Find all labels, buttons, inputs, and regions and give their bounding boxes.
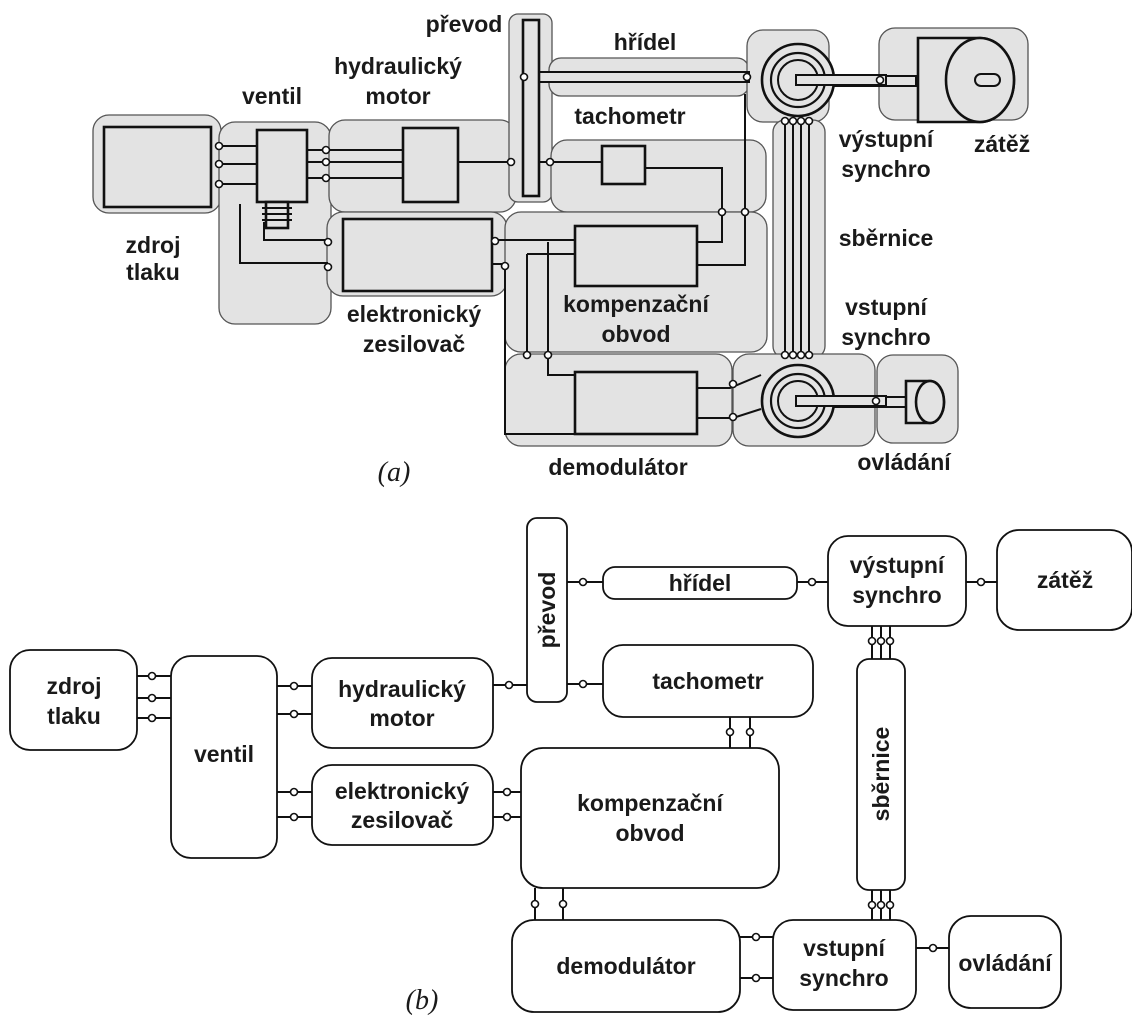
shaft-hridel (523, 71, 750, 83)
block-b-demodulator (511, 919, 741, 1013)
block-b-hydraulicky-motor (311, 657, 494, 749)
diagram-a: převod hřídel hydraulický motor ventil t… (92, 11, 1031, 488)
label-b-vstupni-2: synchro (799, 965, 888, 991)
block-tachometr (600, 144, 647, 186)
label-a-zdroj-1: zdroj (126, 232, 181, 258)
label-a-demodulator: demodulátor (548, 454, 687, 480)
label-b-ovladani: ovládání (958, 950, 1053, 976)
caption-a: (a) (378, 457, 411, 488)
labels-b: zdroj tlaku ventil hydraulický motor pře… (47, 552, 1094, 1016)
label-a-elektronicky-2: zesilovač (363, 331, 465, 357)
terminals-a (214, 72, 885, 422)
label-b-ventil: ventil (194, 741, 254, 767)
label-a-kompenzacni-2: obvod (602, 321, 671, 347)
label-a-elektronicky-1: elektronický (347, 301, 481, 327)
block-b-ovladani (948, 915, 1062, 1009)
label-a-zatez: zátěž (974, 131, 1030, 157)
label-b-elektronicky-2: zesilovač (351, 807, 453, 833)
label-a-vstupni-1: vstupní (845, 294, 928, 320)
label-a-hridel: hřídel (614, 29, 677, 55)
label-a-tachometr: tachometr (574, 103, 685, 129)
label-b-vystupni-1: výstupní (850, 552, 946, 578)
label-b-prevod: převod (534, 572, 560, 649)
label-b-sbernice: sběrnice (868, 727, 894, 822)
label-b-zdroj-1: zdroj (47, 673, 102, 699)
label-b-demodulator: demodulátor (556, 953, 695, 979)
zone-tachometr (550, 139, 767, 213)
label-a-zdroj-2: tlaku (126, 259, 180, 285)
wires-a (220, 94, 762, 435)
block-demodulator (573, 370, 699, 436)
block-b-hridel (602, 566, 798, 600)
block-b-ventil (170, 655, 278, 859)
label-b-hridel: hřídel (669, 570, 732, 596)
block-ventil (255, 128, 309, 204)
label-b-kompenzacni-1: kompenzační (577, 790, 724, 816)
terminals-b (147, 577, 986, 983)
label-b-vstupni-1: vstupní (803, 935, 886, 961)
zone-sbernice (772, 119, 826, 359)
label-b-hydraulicky-1: hydraulický (338, 676, 466, 702)
load-zatez-a (916, 36, 1016, 124)
block-zdroj-tlaku (102, 125, 213, 209)
block-b-vstupni-synchro (772, 919, 917, 1011)
control-ovladani-a (904, 379, 946, 425)
ventil-coil-winding (262, 207, 292, 221)
label-a-ovladani: ovládání (857, 449, 952, 475)
label-a-prevod: převod (426, 11, 503, 37)
block-kompenzacni-obvod (573, 224, 699, 288)
block-b-tachometr (602, 644, 814, 718)
block-b-sbernice (856, 658, 906, 891)
label-a-vystupni-1: výstupní (839, 126, 935, 152)
block-hydraulicky-motor (401, 126, 460, 204)
block-b-kompenzacni-obvod (520, 747, 780, 889)
block-elektronicky-zesilovac (341, 217, 494, 293)
block-b-elektronicky-zesilovac (311, 764, 494, 846)
label-a-vstupni-2: synchro (841, 324, 930, 350)
block-b-prevod (526, 517, 568, 703)
label-a-hydraulicky-1: hydraulický (334, 53, 462, 79)
label-a-hydraulicky-2: motor (365, 83, 430, 109)
label-b-zatez: zátěž (1037, 567, 1093, 593)
caption-b: (b) (406, 985, 439, 1016)
label-a-vystupni-2: synchro (841, 156, 930, 182)
labels-a: převod hřídel hydraulický motor ventil t… (126, 11, 1031, 488)
synchro-vstupni-a (760, 363, 887, 439)
label-b-tachometr: tachometr (652, 668, 763, 694)
label-a-sbernice: sběrnice (839, 225, 934, 251)
diagram-b: zdroj tlaku ventil hydraulický motor pře… (9, 517, 1132, 1016)
synchro-vystupni-a (760, 42, 887, 118)
block-b-vystupni-synchro (827, 535, 967, 627)
bus-lines-a (784, 120, 810, 356)
label-b-elektronicky-1: elektronický (335, 778, 469, 804)
block-b-zdroj-tlaku (9, 649, 138, 751)
label-b-kompenzacni-2: obvod (616, 820, 685, 846)
block-prevod (521, 18, 541, 198)
label-b-zdroj-2: tlaku (47, 703, 101, 729)
label-a-ventil: ventil (242, 83, 302, 109)
block-b-zatez (996, 529, 1132, 631)
label-b-hydraulicky-2: motor (369, 705, 434, 731)
label-a-kompenzacni-1: kompenzační (563, 291, 710, 317)
label-b-vystupni-2: synchro (852, 582, 941, 608)
